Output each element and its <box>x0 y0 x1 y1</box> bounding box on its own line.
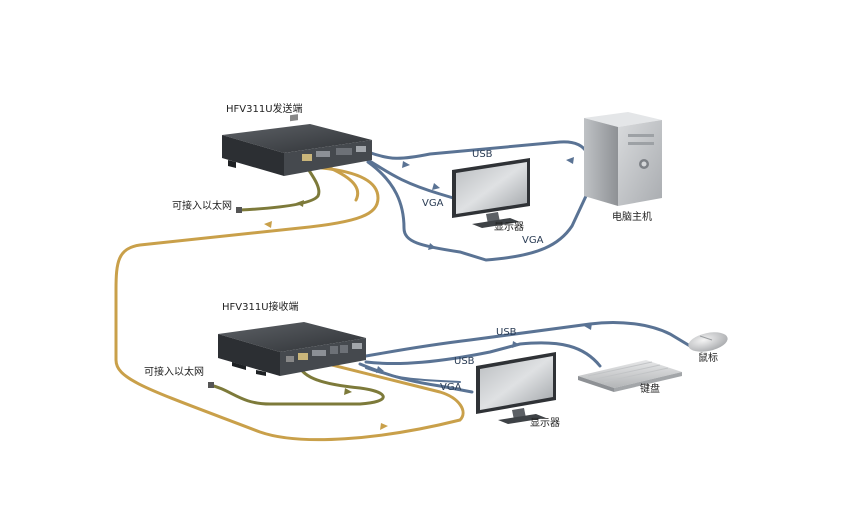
monitor-top-label: 显示器 <box>494 222 524 233</box>
ethernet-label-receiver: 可接入以太网 <box>144 367 204 378</box>
usb-bottom-keyboard-label: USB <box>454 356 475 367</box>
ethernet-port-receiver <box>208 382 214 388</box>
pc-tower <box>584 112 662 206</box>
ethernet-cable-receiver <box>208 360 385 406</box>
monitor-top <box>452 158 530 228</box>
usb-cable-mouse <box>364 321 692 358</box>
mouse-label: 鼠标 <box>698 353 718 364</box>
vga-cable-bottom-2 <box>365 367 461 383</box>
usb-bottom-mouse-label: USB <box>496 327 517 338</box>
vga-cable-top-monitor <box>366 158 462 202</box>
olive-arrow-1 <box>296 200 304 207</box>
keyboard-label: 键盘 <box>640 384 660 395</box>
fiber-link-cable-2 <box>328 166 360 202</box>
ethernet-cable-sender <box>238 161 321 212</box>
keyboard <box>578 360 682 392</box>
receiver-device <box>218 322 366 376</box>
sender-device <box>222 114 372 176</box>
vga-top-monitor-label: VGA <box>422 198 444 209</box>
vga-bottom-label: VGA <box>440 382 462 393</box>
blue-arrow-bot-1 <box>584 323 592 330</box>
ethernet-port-sender <box>236 207 242 213</box>
receiver-label: HFV311U接收端 <box>222 302 299 313</box>
monitor-bottom <box>476 352 556 424</box>
ethernet-label-sender: 可接入以太网 <box>172 201 232 212</box>
blue-arrow-top-2 <box>402 161 410 168</box>
vga-top-pc-label: VGA <box>522 235 544 246</box>
usb-cable-keyboard <box>364 341 602 368</box>
blue-arrow-top-1 <box>566 157 574 164</box>
fiber-link-cable <box>114 166 465 442</box>
vga-cable-top-pc <box>366 160 588 262</box>
mouse <box>688 332 728 352</box>
gold-arrow-2 <box>380 423 388 430</box>
sender-label: HFV311U发送端 <box>226 104 303 115</box>
monitor-bottom-label: 显示器 <box>530 418 560 429</box>
olive-arrow-2 <box>344 388 352 395</box>
pc-label: 电脑主机 <box>612 212 652 223</box>
gold-arrow-1 <box>264 221 272 228</box>
blue-arrow-top-3 <box>432 183 440 190</box>
usb-top-label: USB <box>472 149 493 160</box>
blue-arrow-top-4 <box>428 243 436 250</box>
blue-arrow-bot-2 <box>512 341 520 348</box>
